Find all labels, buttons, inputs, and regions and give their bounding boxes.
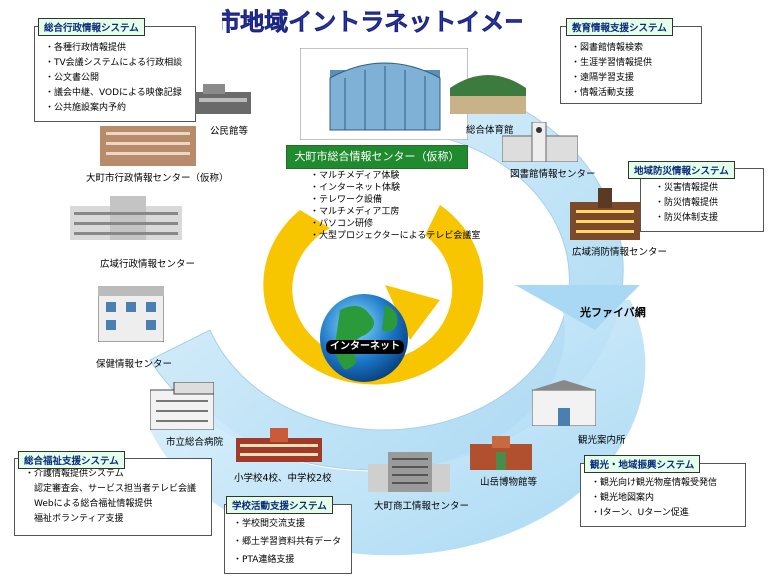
center-item: ・パソコン研修 [310, 219, 374, 229]
panel-item: ・PTA連絡支援 [233, 555, 295, 565]
panel-item: Webによる総合福祉情報提供 [25, 499, 153, 509]
panel-item: ・生涯学習情報提供 [571, 58, 653, 68]
panel-item: ・情報活動支援 [571, 88, 635, 98]
admin-info-panel-title: 総合行政情報システム [38, 18, 145, 36]
school-panel-title: 学校活動支援システム [226, 496, 333, 514]
education-panel: ・図書館情報検索 ・生涯学習情報提供 ・遠隔学習支援 ・情報活動支援 [560, 26, 702, 104]
center-item: ・マルチメディア体験 [310, 171, 400, 181]
museum-icon [470, 436, 532, 470]
center-building-icon [300, 48, 468, 140]
library-label: 図書館情報センター [510, 169, 596, 180]
panel-item: ・公文書公開 [45, 73, 100, 83]
diagram-title: 大町市地域イントラネットイメージ図 [222, 8, 522, 36]
hospital-icon [150, 382, 214, 430]
gymnasium-icon [450, 75, 526, 114]
panel-item: ・TV会議システムによる行政相談 [45, 58, 183, 68]
fiber-ring-lower [150, 300, 646, 556]
tourism-panel-title: 観光・地域振興システム [584, 455, 701, 473]
tourist-info-label: 観光案内所 [578, 435, 626, 446]
globe [320, 294, 408, 382]
center-item: ・テレワーク設備 [310, 195, 383, 205]
tourist-info-icon [532, 380, 596, 426]
panel-item: ・介護情報提供システム [25, 469, 124, 479]
panel-item: ・学校間交流支援 [233, 519, 306, 529]
disaster-panel-title: 地域防災情報システム [628, 161, 735, 179]
school-label: 小学校4校、中学校2校 [234, 473, 332, 484]
center-item: ・マルチメディア工房 [310, 207, 400, 217]
fire-station-icon [570, 188, 640, 240]
regional-admin-label: 広域行政情報センター [100, 259, 196, 270]
city-office-label: 大町市行政情報センター（仮称） [86, 173, 229, 184]
panel-item: ・遠隔学習支援 [571, 73, 635, 83]
health-center-icon [98, 286, 164, 342]
welfare-panel-title: 総合福祉支援システム [18, 451, 125, 469]
center-title: 大町市総合情報センター（仮称） [286, 145, 468, 169]
admin-info-panel: ・各種行政情報提供 ・TV会議システムによる行政相談 ・公文書公開 ・議会中継、… [34, 26, 196, 122]
panel-item: ・観光地図案内 [591, 493, 655, 503]
internet-label: インターネット [326, 340, 404, 354]
panel-item: ・災害情報提供 [655, 183, 719, 193]
fire-station-label: 広域消防情報センター [572, 247, 668, 258]
fiber-ring-arrow-head [515, 285, 640, 330]
center-item: ・インターネット体験 [310, 183, 401, 193]
panel-item: ・防災体制支援 [655, 213, 719, 223]
kominkan-label: 公民館等 [210, 126, 249, 137]
center-service-list: ・マルチメディア体験 ・インターネット体験 ・テレワーク設備 ・マルチメディア工… [310, 170, 480, 242]
panel-item: ・図書館情報検索 [571, 43, 644, 53]
center-item: ・大型プロジェクターによるテレビ会議室 [310, 231, 481, 241]
commerce-center-label: 大町商工情報センター [374, 501, 470, 512]
city-office-icon [100, 126, 196, 166]
gymnasium-label: 総合体育館 [466, 125, 514, 136]
education-panel-title: 教育情報支援システム [566, 18, 673, 36]
panel-item: ・公共施設案内予約 [45, 103, 127, 113]
library-icon [502, 122, 578, 162]
school-panel: ・学校間交流支援 ・郷土学習資料共有データ ・PTA連絡支援 [224, 504, 352, 574]
panel-item: ・防災情報提供 [655, 198, 719, 208]
panel-item: ・郷土学習資料共有データ [233, 537, 342, 547]
panel-item: 認定審査会、サービス担当者テレビ会議 [25, 484, 197, 494]
regional-admin-icon [70, 196, 182, 240]
panel-item: ・各種行政情報提供 [45, 43, 127, 53]
kominkan-icon [195, 84, 251, 114]
panel-item: ・観光向け観光物産情報受発信 [591, 478, 718, 488]
diagram-title-banner: 大町市地域イントラネットイメージ図 [222, 8, 522, 37]
museum-label: 山岳博物館等 [480, 477, 538, 488]
panel-item: 福祉ボランティア支援 [25, 514, 124, 524]
hospital-label: 市立総合病院 [166, 437, 224, 448]
welfare-panel: ・介護情報提供システム 認定審査会、サービス担当者テレビ会議 Webによる総合福… [14, 458, 212, 536]
inner-yellow-arrow-head [385, 285, 440, 340]
panel-item: ・Iターン、Uターン促進 [591, 508, 689, 518]
commerce-center-icon [368, 452, 450, 492]
health-center-label: 保健情報センター [96, 359, 173, 370]
tourism-panel: ・観光向け観光物産情報受発信 ・観光地図案内 ・Iターン、Uターン促進 [580, 463, 746, 527]
fiber-network-label: 光ファイバ網 [580, 306, 646, 319]
school-icon [236, 428, 322, 462]
panel-item: ・議会中継、VODによる映像記録 [45, 88, 182, 98]
